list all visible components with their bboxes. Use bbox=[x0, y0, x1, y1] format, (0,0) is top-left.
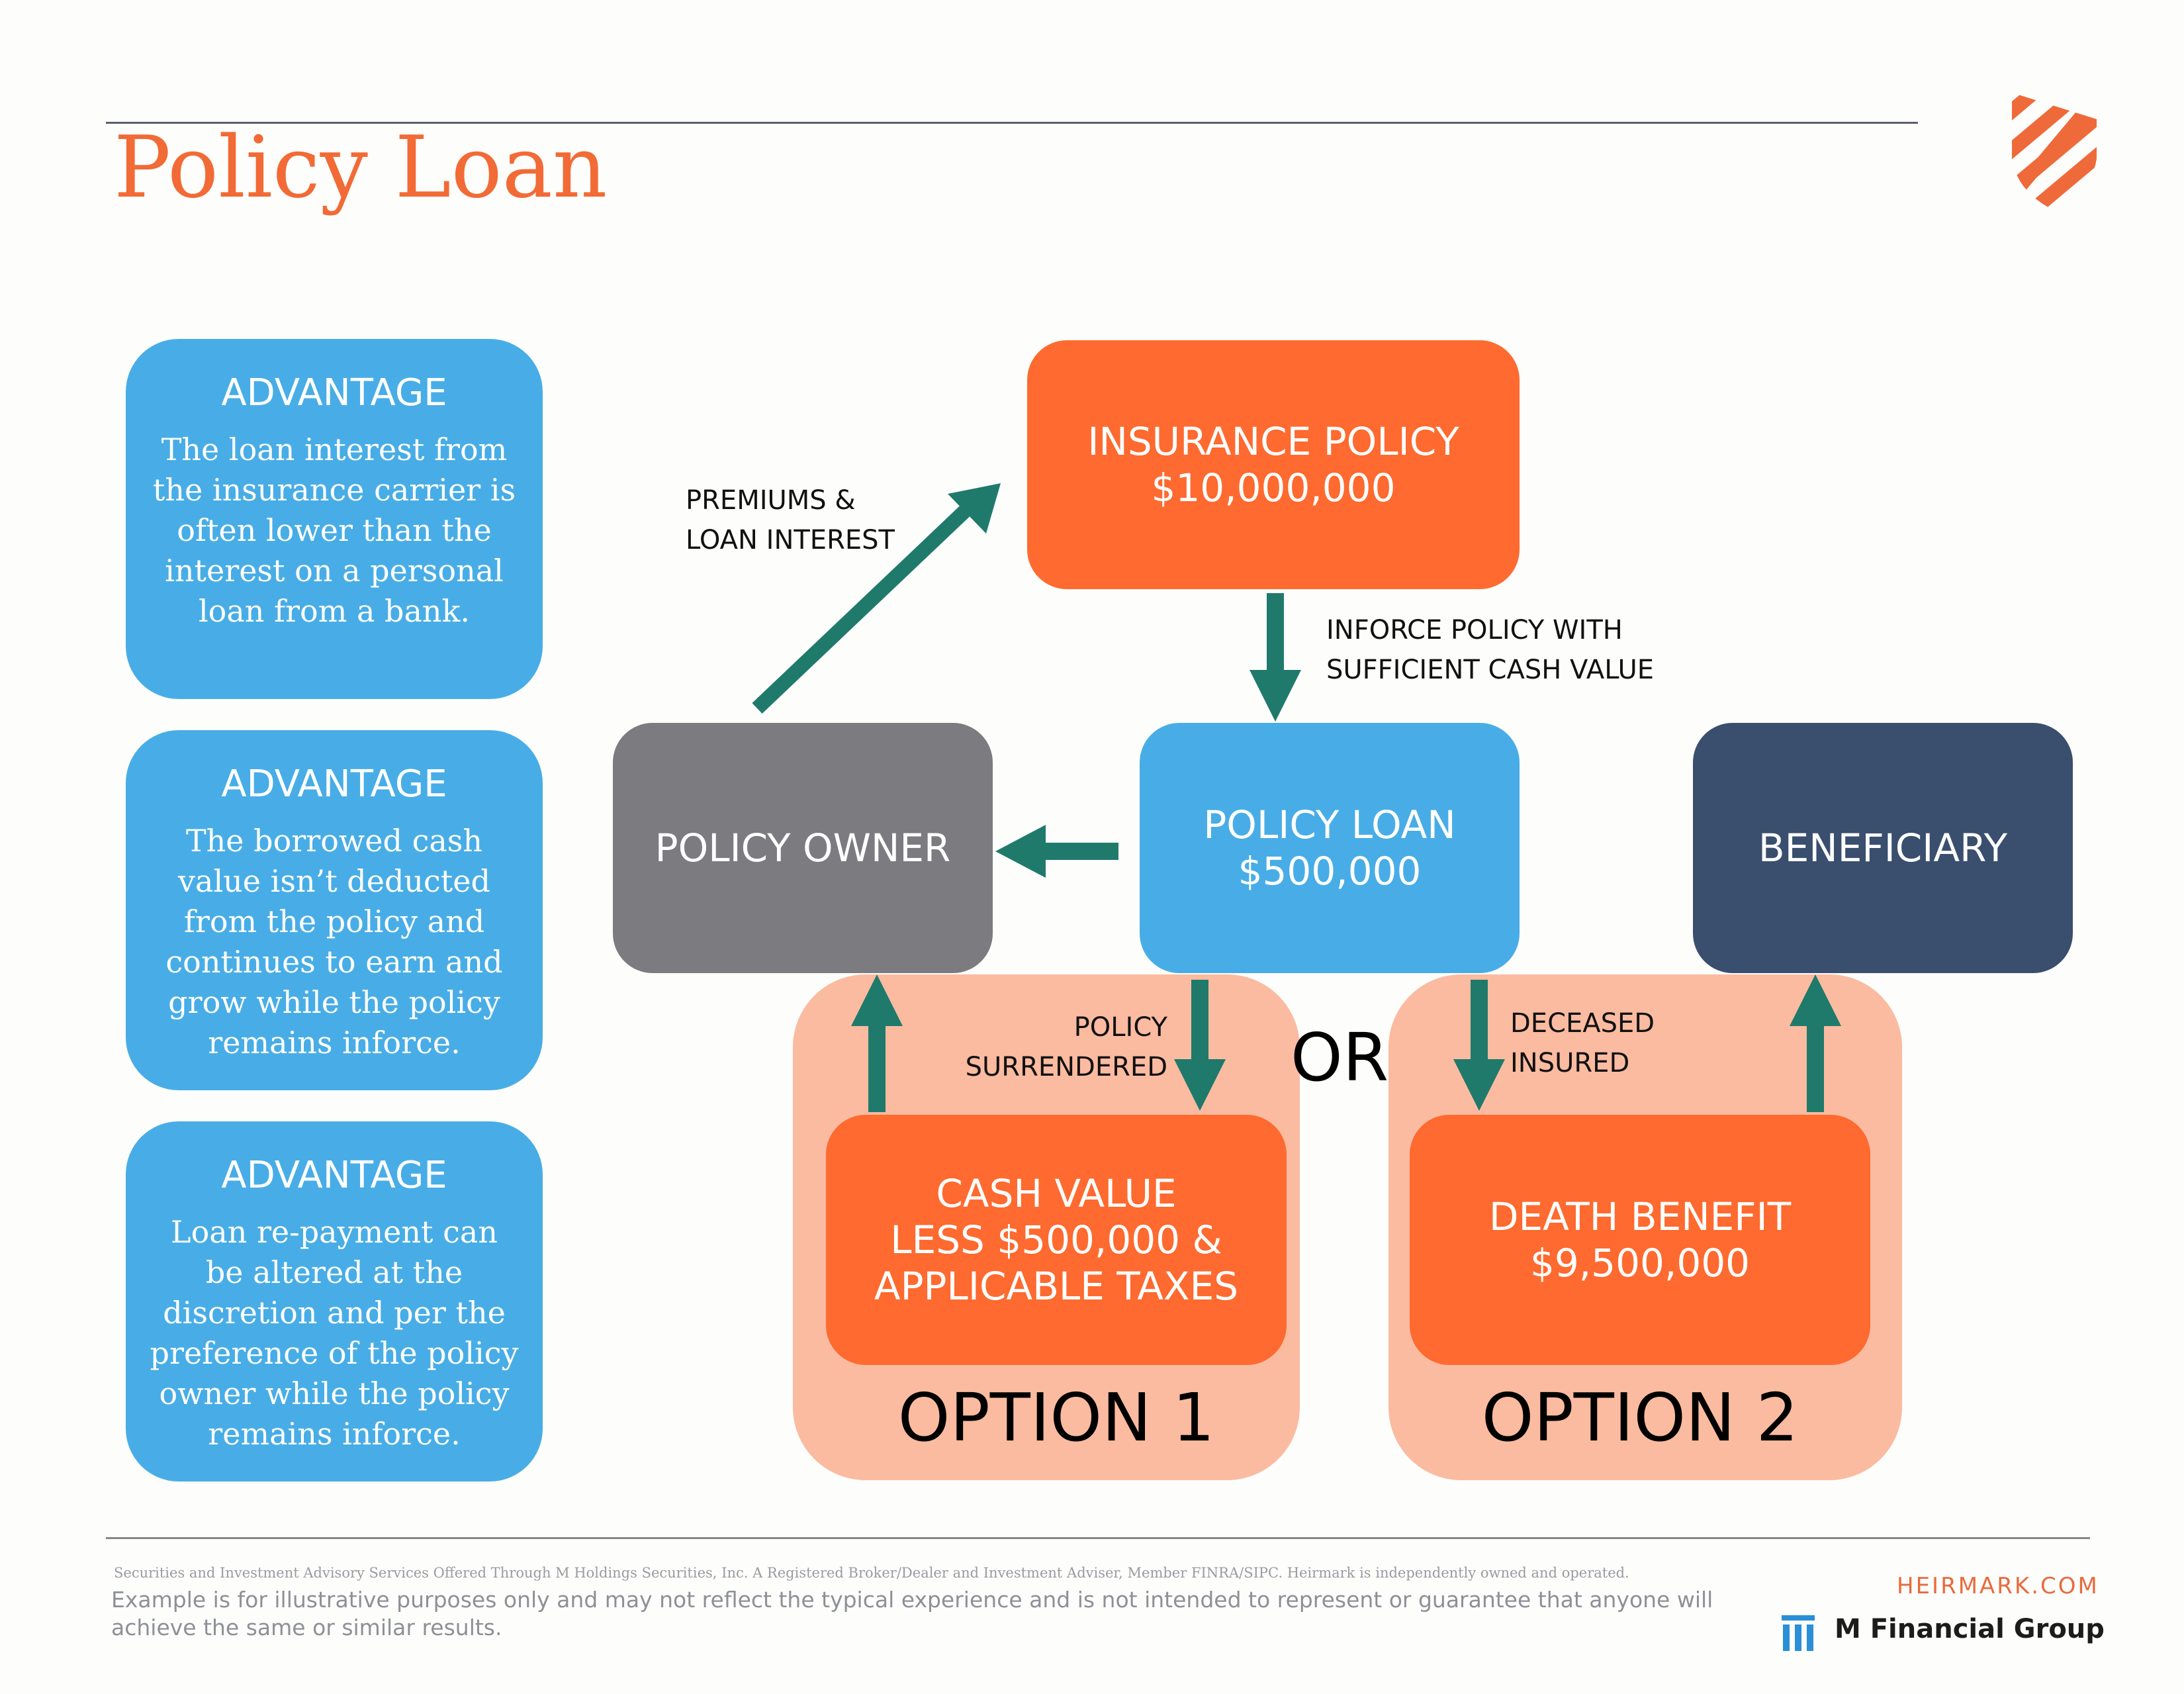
option-2-label: OPTION 2 bbox=[1481, 1379, 1799, 1456]
arrow-inforce-shaft bbox=[1267, 593, 1284, 673]
advantage-card-3: ADVANTAGE Loan re-payment can be altered… bbox=[126, 1121, 543, 1482]
label-inforce-policy: INFORCE POLICY WITH SUFFICIENT CASH VALU… bbox=[1326, 615, 1655, 685]
label-premiums-loan-interest: PREMIUMS & LOAN INTEREST bbox=[686, 485, 895, 555]
advantage-body: Loan re-payment can be altered at the di… bbox=[150, 1214, 519, 1452]
arrow-premiums-head bbox=[948, 483, 1001, 534]
cash-value-box: CASH VALUE LESS $500,000 & APPLICABLE TA… bbox=[826, 1115, 1287, 1365]
bottom-divider bbox=[106, 1537, 2090, 1539]
policy-owner-box: POLICY OWNER bbox=[613, 723, 993, 973]
arrow-loan-shaft bbox=[1042, 843, 1118, 860]
advantage-heading: ADVANTAGE bbox=[221, 1154, 447, 1197]
arrow-inforce-head bbox=[1250, 670, 1301, 722]
m-financial-group-name: M Financial Group bbox=[1835, 1614, 2105, 1644]
advantage-card-1: ADVANTAGE The loan interest from the ins… bbox=[126, 339, 543, 699]
advantage-card-2: ADVANTAGE The borrowed cash value isn’t … bbox=[126, 730, 543, 1090]
policy-loan-box: POLICY LOAN $500,000 bbox=[1140, 723, 1520, 973]
option-1-label: OPTION 1 bbox=[897, 1379, 1215, 1456]
death-benefit-box: DEATH BENEFIT $9,500,000 bbox=[1410, 1115, 1870, 1365]
label-deceased-insured: DECEASED INSURED bbox=[1510, 1008, 1655, 1078]
or-label: OR bbox=[1291, 1019, 1389, 1096]
advantage-body: The loan interest from the insurance car… bbox=[152, 432, 516, 630]
website-link[interactable]: HEIRMARK.COM bbox=[1897, 1573, 2099, 1599]
advantage-heading: ADVANTAGE bbox=[221, 763, 447, 806]
label-policy-surrendered: POLICY SURRENDERED bbox=[965, 1012, 1167, 1082]
beneficiary-box: BENEFICIARY bbox=[1693, 723, 2073, 973]
advantage-heading: ADVANTAGE bbox=[221, 371, 447, 414]
securities-disclosure: Securities and Investment Advisory Servi… bbox=[114, 1565, 1629, 1581]
illustrative-disclaimer: Example is for illustrative purposes onl… bbox=[111, 1587, 1713, 1640]
arrow-loan-head bbox=[995, 825, 1046, 878]
insurance-policy-box: INSURANCE POLICY $10,000,000 bbox=[1027, 340, 1520, 589]
advantage-body: The borrowed cash value isn’t deducted f… bbox=[165, 823, 503, 1061]
page-title: Policy Loan bbox=[114, 118, 608, 217]
top-divider bbox=[106, 122, 1918, 124]
